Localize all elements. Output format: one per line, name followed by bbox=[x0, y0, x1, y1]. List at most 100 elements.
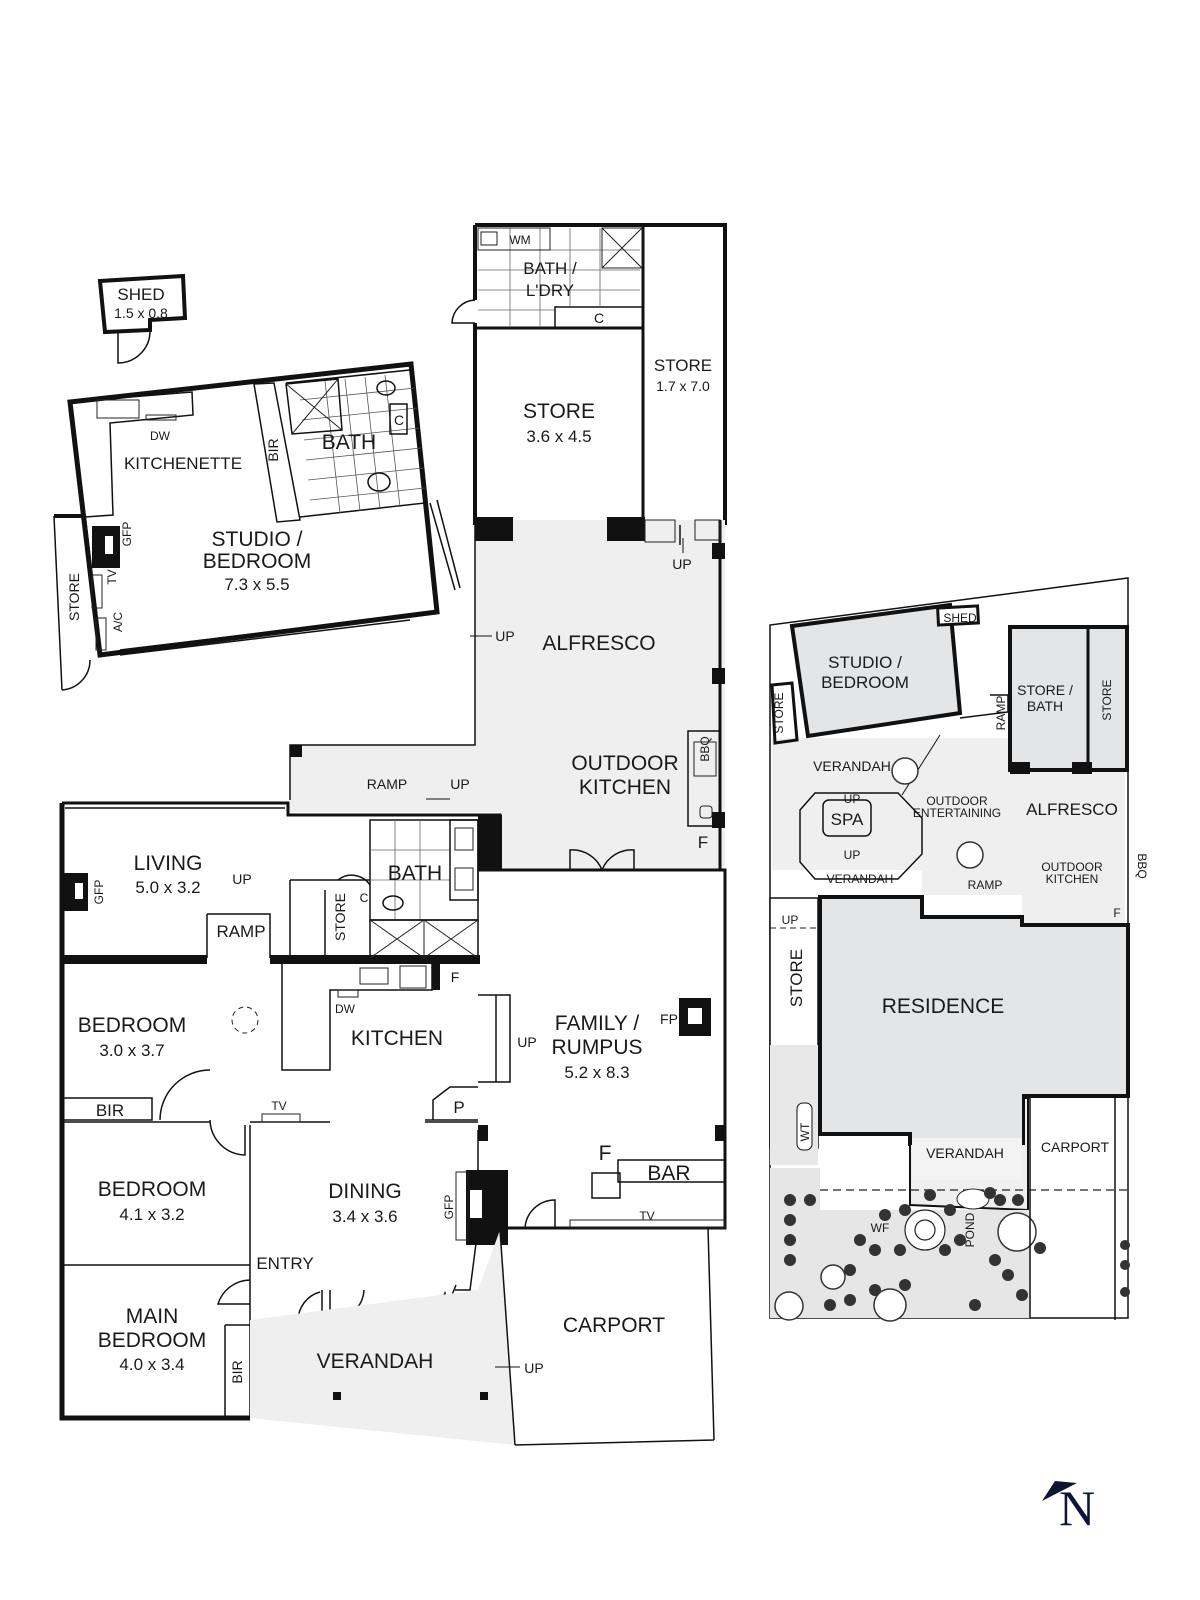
studio-size: 7.3 x 5.5 bbox=[224, 575, 289, 594]
family-up-label: UP bbox=[517, 1034, 536, 1050]
north-label: N bbox=[1059, 1480, 1095, 1536]
shed: SHED 1.5 x 0.8 bbox=[97, 273, 188, 364]
house-store-label: STORE bbox=[332, 893, 348, 941]
family-line1: FAMILY / bbox=[555, 1012, 640, 1035]
kitchenette-label: KITCHENETTE bbox=[124, 454, 242, 473]
dining-tv-label: TV bbox=[271, 1099, 286, 1113]
main-bedroom-bir-label: BIR bbox=[229, 1360, 245, 1383]
site-studio-line1: STUDIO / bbox=[828, 653, 902, 672]
site-studio-line2: BEDROOM bbox=[821, 673, 909, 692]
family-fp-label: FP bbox=[660, 1011, 678, 1027]
kitchen-f-label: F bbox=[451, 969, 460, 985]
studio-ac-label: A/C bbox=[111, 612, 125, 632]
kitchen-dw-label: DW bbox=[335, 1002, 356, 1016]
verandah-label: VERANDAH bbox=[317, 1350, 434, 1373]
studio-store-label: STORE bbox=[66, 573, 82, 621]
bedroom2-size: 4.1 x 3.2 bbox=[119, 1205, 184, 1224]
main-bedroom-line1: MAIN bbox=[126, 1305, 179, 1328]
studio-gfp-label: GFP bbox=[120, 522, 134, 547]
studio-label-line1: STUDIO / bbox=[211, 528, 302, 551]
site-bbq-label: BBQ bbox=[1135, 853, 1149, 878]
shed-size: 1.5 x 0.8 bbox=[114, 305, 168, 321]
family-line2: RUMPUS bbox=[551, 1036, 642, 1059]
site-carport-label: CARPORT bbox=[1041, 1139, 1110, 1155]
site-alfresco-label: ALFRESCO bbox=[1026, 800, 1118, 819]
site-store-left-label: STORE bbox=[772, 692, 786, 733]
main-bedroom-size: 4.0 x 3.4 bbox=[119, 1355, 184, 1374]
site-wf-label: WF bbox=[871, 1221, 890, 1235]
carport-label: CARPORT bbox=[563, 1314, 665, 1337]
family-tv-label: TV bbox=[639, 1209, 654, 1223]
studio-tv-label: TV bbox=[105, 569, 119, 584]
studio-label-line2: BEDROOM bbox=[203, 550, 312, 573]
studio-bath-label: BATH bbox=[322, 431, 376, 454]
alfresco-area: UP ALFRESCO UP RAMP UP OUTDOOR KITCHEN B… bbox=[289, 517, 725, 871]
main-bedroom-line2: BEDROOM bbox=[98, 1329, 207, 1352]
studio-bir-label: BIR bbox=[265, 438, 281, 461]
site-pond-label: POND bbox=[963, 1212, 977, 1247]
site-spa-up-bottom: UP bbox=[844, 848, 861, 862]
site-ramp-vertical-label: RAMP bbox=[994, 696, 1008, 731]
alfresco-f-label: F bbox=[698, 833, 708, 852]
store-large-label: STORE bbox=[523, 400, 595, 423]
site-wt-label: WT bbox=[798, 1122, 812, 1141]
dining-label: DINING bbox=[328, 1180, 402, 1203]
site-outdoor-kitchen-line1: OUTDOOR bbox=[1041, 860, 1103, 874]
store-narrow-label: STORE bbox=[654, 356, 712, 375]
entry-label: ENTRY bbox=[256, 1254, 313, 1273]
site-up-label: UP bbox=[782, 913, 799, 927]
site-plan: SHED STUDIO / BEDROOM STORE STORE / BATH… bbox=[769, 577, 1149, 1322]
bath-ldry-line1: BATH / bbox=[523, 259, 577, 278]
dining-gfp-label: GFP bbox=[442, 1195, 456, 1220]
alfresco-up-store: UP bbox=[672, 556, 691, 572]
bedroom1-size: 3.0 x 3.7 bbox=[99, 1041, 164, 1060]
site-spa-up-top: UP bbox=[844, 792, 861, 806]
site-verandah-top: VERANDAH bbox=[813, 758, 891, 774]
living-ramp-up: UP bbox=[232, 871, 251, 887]
site-outdoor-ent-line1: OUTDOOR bbox=[926, 794, 988, 808]
living-size: 5.0 x 3.2 bbox=[135, 878, 200, 897]
wm-label: WM bbox=[509, 233, 530, 247]
site-store-bath-line1: STORE / bbox=[1017, 682, 1073, 698]
store-large-size: 3.6 x 4.5 bbox=[526, 427, 591, 446]
bar-label: BAR bbox=[647, 1162, 690, 1185]
main-house: LIVING 5.0 x 3.2 GFP UP RAMP STORE BATH … bbox=[59, 801, 727, 1446]
outdoor-kitchen-line1: OUTDOOR bbox=[571, 752, 678, 775]
dining-size: 3.4 x 3.6 bbox=[332, 1207, 397, 1226]
site-store-bath-line2: BATH bbox=[1027, 698, 1063, 714]
studio-bath-c-label: C bbox=[394, 412, 404, 428]
site-f-label: F bbox=[1113, 906, 1120, 920]
bedroom1-label: BEDROOM bbox=[78, 1014, 187, 1037]
kitchen-label: KITCHEN bbox=[351, 1027, 443, 1050]
pantry-label: P bbox=[453, 1098, 464, 1117]
carport-up-label: UP bbox=[524, 1360, 543, 1376]
north-arrow-icon bbox=[1042, 1481, 1077, 1501]
site-ramp-label: RAMP bbox=[968, 878, 1003, 892]
bath-ldry-line2: L'DRY bbox=[526, 281, 574, 300]
site-outdoor-kitchen-line2: KITCHEN bbox=[1046, 872, 1099, 886]
living-gfp-label: GFP bbox=[92, 880, 106, 905]
kitchenette-dw-label: DW bbox=[150, 429, 171, 443]
alfresco-ramp-up: UP bbox=[450, 776, 469, 792]
bedroom1-bir-label: BIR bbox=[96, 1101, 124, 1120]
house-bath-c-label: C bbox=[360, 891, 369, 905]
living-ramp-label: RAMP bbox=[216, 922, 265, 941]
site-outdoor-ent-line2: ENTERTAINING bbox=[913, 806, 1001, 820]
bbq-label: BBQ bbox=[698, 736, 712, 761]
living-label: LIVING bbox=[134, 852, 203, 875]
site-verandah-front: VERANDAH bbox=[926, 1145, 1004, 1161]
site-residence-label: RESIDENCE bbox=[882, 995, 1005, 1018]
alfresco-up-left: UP bbox=[495, 628, 514, 644]
alfresco-label: ALFRESCO bbox=[542, 632, 655, 655]
studio-block: DW KITCHENETTE BIR BATH C STUDIO / BEDRO… bbox=[53, 361, 461, 691]
bath-ldry-c-label: C bbox=[594, 310, 604, 326]
alfresco-ramp-label: RAMP bbox=[367, 776, 407, 792]
site-shed-label: SHED bbox=[943, 611, 977, 625]
store-narrow-size: 1.7 x 7.0 bbox=[656, 378, 710, 394]
site-store-right-label: STORE bbox=[1100, 679, 1114, 720]
shed-label: SHED bbox=[117, 285, 164, 304]
outdoor-kitchen-line2: KITCHEN bbox=[579, 776, 671, 799]
house-bath-label: BATH bbox=[388, 862, 442, 885]
family-size: 5.2 x 8.3 bbox=[564, 1063, 629, 1082]
